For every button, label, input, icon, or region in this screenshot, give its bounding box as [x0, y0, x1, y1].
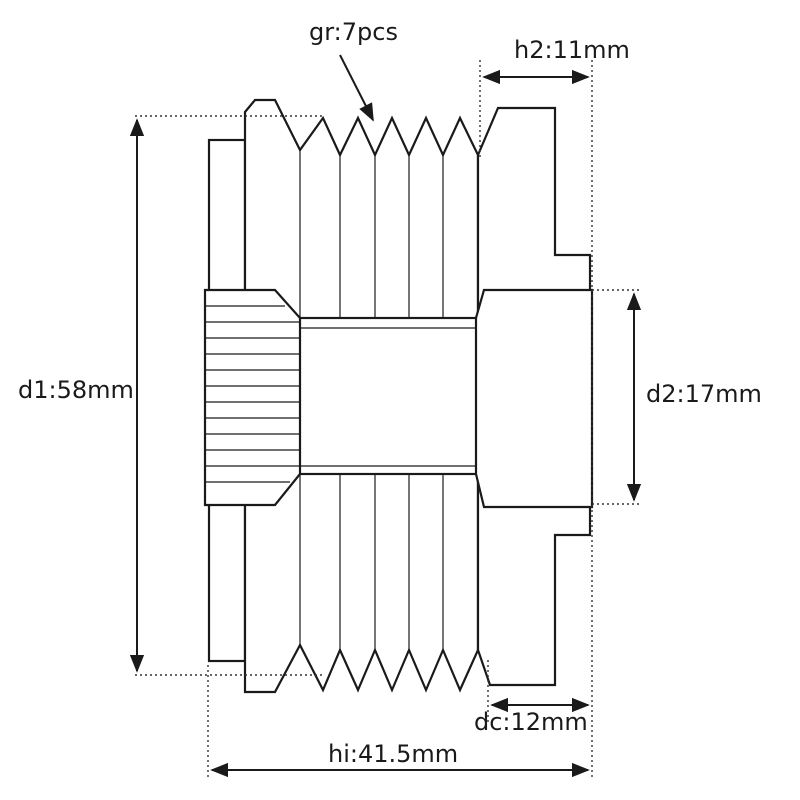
- d1-label: d1:58mm: [18, 376, 134, 404]
- spline-lines: [205, 305, 300, 483]
- gr-leader-arrow: [339, 54, 374, 122]
- h2-label: h2:11mm: [514, 36, 630, 64]
- hub-step: [474, 288, 594, 509]
- splined-end: [203, 288, 302, 507]
- hi-label: hi:41.5mm: [328, 740, 458, 768]
- extension-lines: [135, 60, 640, 780]
- d2-label: d2:17mm: [646, 380, 762, 408]
- dc-label: dc:12mm: [474, 708, 588, 736]
- bore: [296, 316, 486, 476]
- gr-label: gr:7pcs: [309, 18, 398, 46]
